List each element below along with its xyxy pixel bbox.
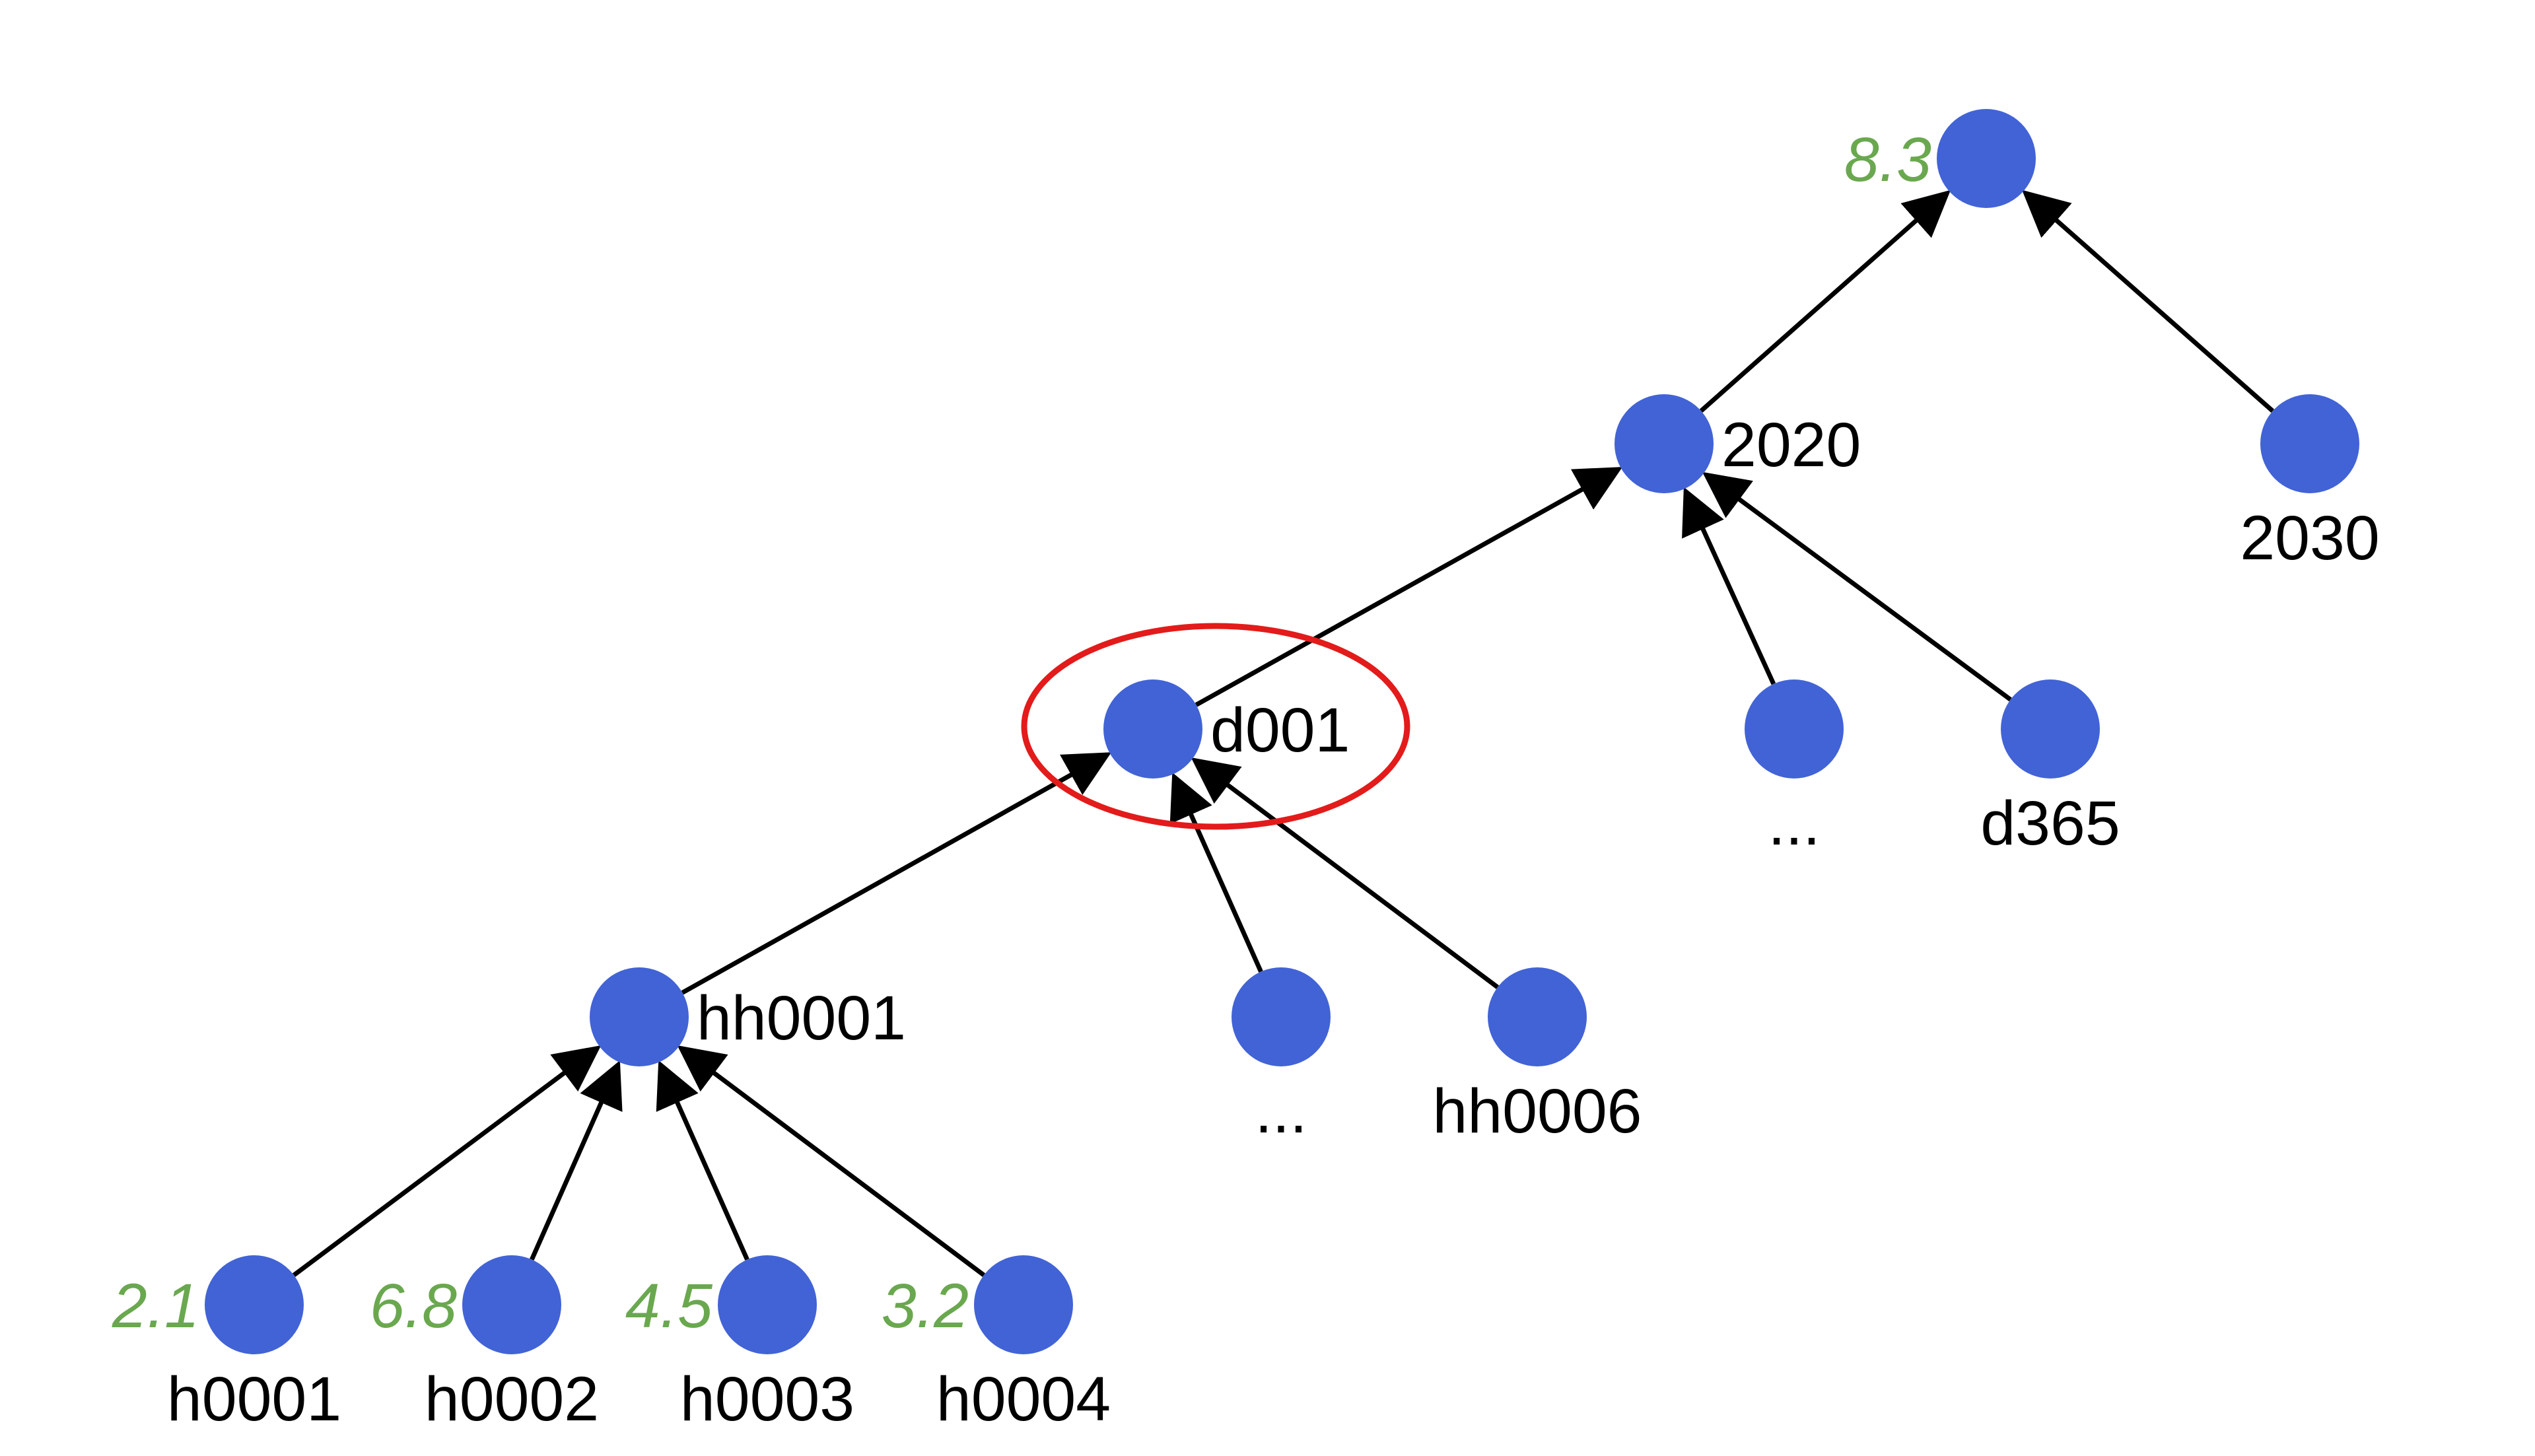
edge-hh0001-to-d001	[681, 752, 1112, 995]
node-d001[interactable]	[1103, 679, 1202, 779]
edges-layer	[292, 190, 2275, 1277]
node-value-root: 8.3	[1844, 125, 1931, 195]
edge-y2020-to-root	[1699, 190, 1951, 413]
node-value-h0001: 2.1	[112, 1271, 199, 1341]
node-h0003[interactable]	[718, 1255, 817, 1354]
node-y2030[interactable]	[2260, 394, 2359, 493]
labels-layer: 8.3 2020 2030 d001... d365 hh0001... hh0006 h00…	[112, 125, 2380, 1434]
node-label-h0004: h0004	[936, 1364, 1111, 1434]
node-value-h0003: 4.5	[625, 1271, 713, 1341]
edge-h0002-to-hh0001	[530, 1060, 623, 1261]
node-h0004[interactable]	[974, 1255, 1073, 1354]
node-y2020[interactable]	[1615, 394, 1714, 493]
node-label-h0003: h0003	[680, 1364, 854, 1434]
node-label-y2020: 2020	[1721, 410, 1861, 480]
node-label-h0001: h0001	[167, 1364, 341, 1434]
node-hh0001[interactable]	[590, 967, 689, 1066]
edge-hh0006-to-d001	[1191, 757, 1500, 989]
node-label-d_ellipsis: ...	[1768, 788, 1820, 858]
node-value-h0002: 6.8	[370, 1271, 457, 1341]
edge-h0003-to-hh0001	[656, 1060, 749, 1261]
node-value-h0004: 3.2	[882, 1271, 969, 1341]
node-h0001[interactable]	[205, 1255, 304, 1354]
node-label-hh0006: hh0006	[1432, 1076, 1642, 1146]
edge-hh_ellipsis-to-d001	[1169, 772, 1263, 973]
edge-h0004-to-hh0001	[677, 1045, 986, 1277]
node-label-y2030: 2030	[2240, 503, 2379, 573]
nodes-layer	[205, 109, 2359, 1354]
node-label-d001: d001	[1210, 695, 1350, 765]
edge-y2030-to-root	[2022, 190, 2275, 413]
node-label-d365: d365	[1980, 788, 2120, 858]
highlight-ring	[1021, 623, 1410, 830]
edge-d365-to-y2020	[1702, 471, 2012, 702]
node-label-hh0001: hh0001	[697, 983, 906, 1053]
edge-h0001-to-hh0001	[292, 1045, 602, 1277]
node-hh_ellipsis[interactable]	[1232, 967, 1331, 1066]
node-hh0006[interactable]	[1488, 967, 1587, 1066]
node-d_ellipsis[interactable]	[1745, 679, 1844, 779]
node-h0002[interactable]	[462, 1255, 561, 1354]
node-root[interactable]	[1937, 109, 2036, 208]
node-label-h0002: h0002	[425, 1364, 599, 1434]
node-label-hh_ellipsis: ...	[1255, 1076, 1307, 1146]
node-d365[interactable]	[2001, 679, 2100, 779]
edge-d001-to-y2020	[1195, 467, 1623, 707]
edge-d_ellipsis-to-y2020	[1682, 487, 1776, 685]
